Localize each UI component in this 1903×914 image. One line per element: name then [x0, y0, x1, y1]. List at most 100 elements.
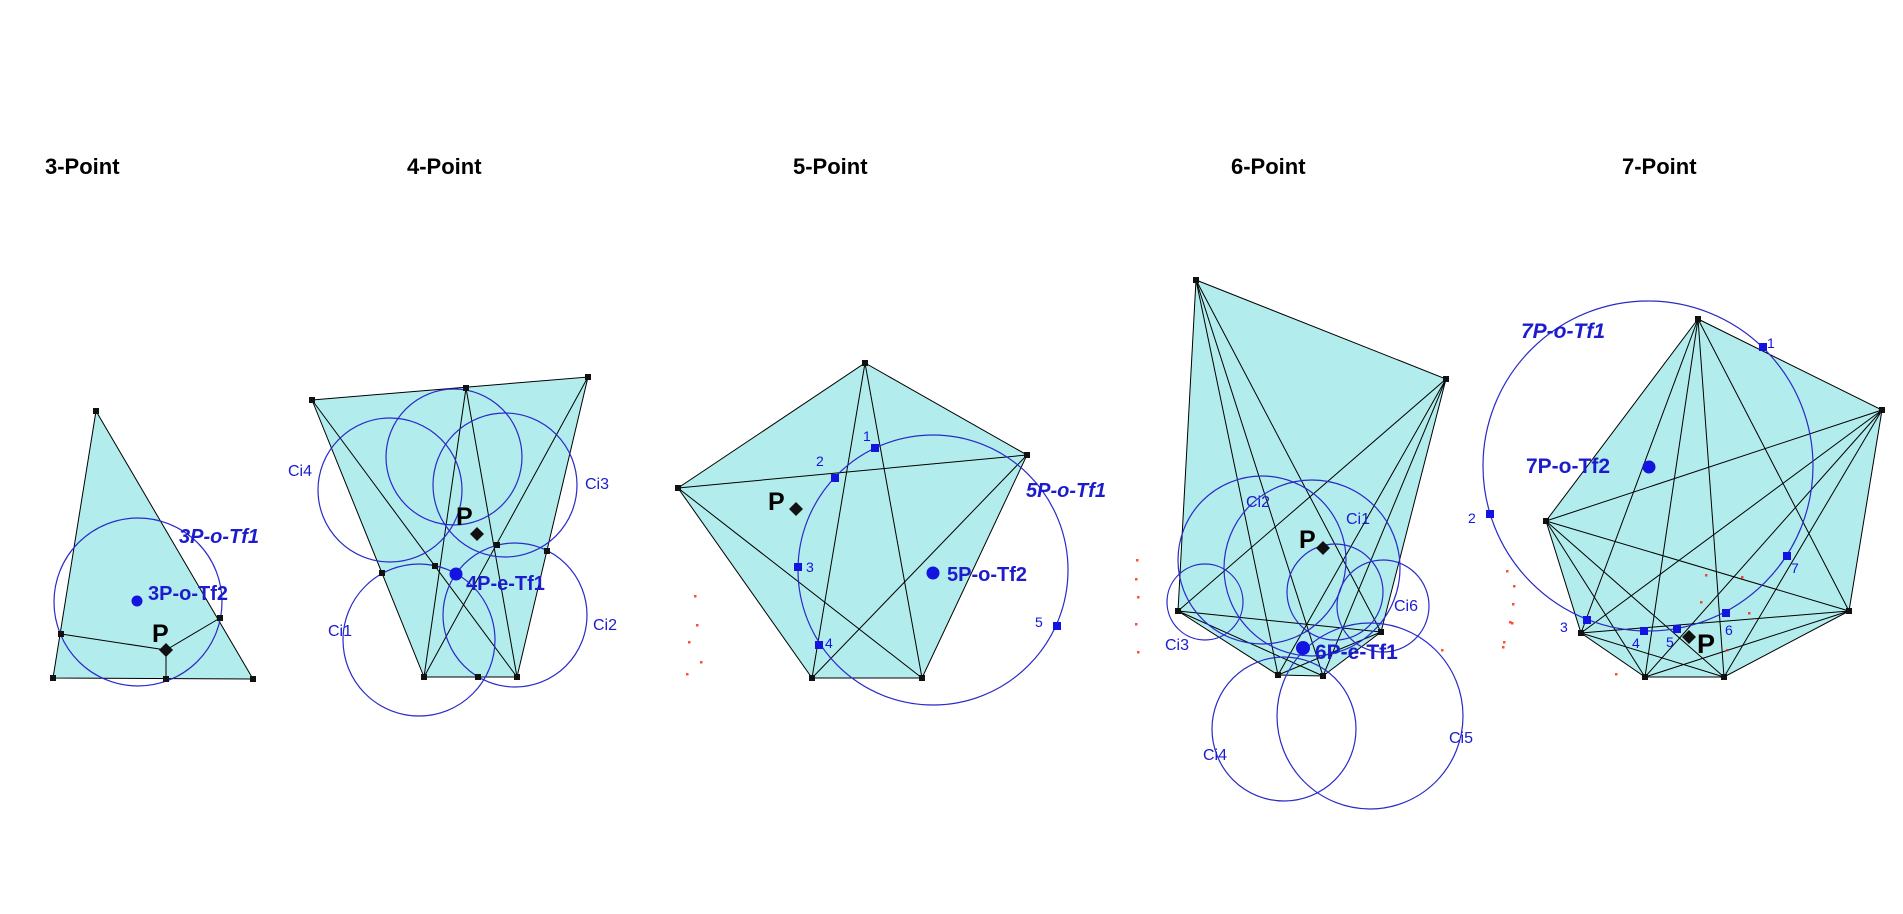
red-speck: [700, 661, 703, 664]
vertex-marker: [585, 374, 591, 380]
diagonal-line: [1545, 520, 1646, 678]
red-speck: [1136, 559, 1139, 562]
point-number-label: 6: [1725, 622, 1733, 638]
label-ci2: Ci2: [1246, 494, 1270, 511]
diagonal-line: [1177, 610, 1382, 633]
figure-title-3-point: 3-Point: [45, 154, 120, 179]
concyclic-point-marker: [815, 641, 823, 649]
concyclic-point-marker: [1053, 622, 1061, 630]
circle-ci1: [342, 563, 496, 717]
label-7p-o-tf1: 7P-o-Tf1: [1521, 320, 1605, 343]
concyclic-point-marker: [1783, 552, 1791, 560]
point-number-label: 7: [1791, 560, 1799, 576]
tf2-center-dot: [926, 566, 940, 580]
red-speck: [686, 673, 689, 676]
diagonal-line: [864, 362, 923, 679]
vertex-marker: [50, 675, 56, 681]
red-speck: [688, 641, 691, 644]
point-p-marker: [1316, 541, 1330, 555]
label-p: P: [768, 488, 785, 516]
figure-6-point: 6-Point P 6P-e-Tf1 Ci1 Ci2 Ci3 Ci4 Ci5 C…: [1135, 154, 1512, 810]
vertex-marker: [675, 485, 681, 491]
circle-ci5: [1276, 622, 1464, 810]
label-p: P: [152, 620, 169, 648]
figure-5-point: 5-Point 1 2 3 4 5 P 5P-o-Tf1 5P-o-Tf2: [675, 154, 1106, 706]
vertex-marker: [862, 360, 868, 366]
label-5p-o-tf2: 5P-o-Tf2: [947, 564, 1027, 586]
red-speck: [1135, 623, 1138, 626]
red-speck: [1741, 576, 1744, 579]
red-speck: [1503, 641, 1506, 644]
tf2-center-dot: [1642, 460, 1656, 474]
label-ci3: Ci3: [1165, 637, 1189, 654]
concyclic-point-marker: [1673, 625, 1681, 633]
cevian-line: [60, 633, 167, 651]
red-speck: [1135, 578, 1138, 581]
point-number-label: 5: [1666, 634, 1674, 650]
vertex-marker: [809, 675, 815, 681]
vertex-marker: [1695, 316, 1701, 322]
diagonal-line: [1644, 409, 1883, 678]
circle-ci1: [1223, 479, 1401, 657]
diagonal-line: [1580, 318, 1699, 634]
diagonal-line: [1580, 632, 1725, 678]
vertex-marker: [1578, 630, 1584, 636]
circle-ci3: [1166, 563, 1244, 641]
figure-title-5-point: 5-Point: [793, 154, 868, 179]
red-speck: [1506, 570, 1509, 573]
label-4p-e-tf1: 4P-e-Tf1: [466, 573, 545, 595]
intersection-marker: [494, 542, 500, 548]
inner-circle: [1286, 543, 1384, 641]
point-number-label: 1: [1767, 335, 1775, 351]
concyclic-point-marker: [1722, 609, 1730, 617]
vertex-marker: [1024, 452, 1030, 458]
circle-ci4: [1211, 656, 1357, 802]
vertex-marker: [1879, 407, 1885, 413]
red-speck: [1502, 646, 1505, 649]
vertex-marker: [1175, 608, 1181, 614]
intersection-marker: [379, 570, 385, 576]
circle-ci6: [1336, 559, 1430, 653]
diagonal-line: [1545, 520, 1850, 612]
vertex-marker: [1193, 277, 1199, 283]
point-p-marker: [470, 527, 484, 541]
diagonal-line: [811, 362, 866, 679]
quadrilateral-shape: [311, 376, 589, 678]
concyclic-point-marker: [1486, 510, 1494, 518]
point-number-label: 3: [806, 559, 814, 575]
tf1-center-dot: [449, 567, 463, 581]
central-circle: [385, 388, 523, 526]
vertex-marker: [93, 408, 99, 414]
vertex-marker: [1275, 672, 1281, 678]
label-ci4: Ci4: [1203, 747, 1227, 764]
diagonal-line: [1277, 378, 1447, 676]
vertex-marker: [309, 397, 315, 403]
red-speck: [1513, 585, 1516, 588]
point-number-label: 2: [816, 453, 824, 469]
diagonal-line: [1697, 318, 1725, 678]
figure-title-4-point: 4-Point: [407, 154, 482, 179]
vertex-marker: [1378, 629, 1384, 635]
point-p-marker: [159, 643, 173, 657]
edge-point-marker: [463, 385, 469, 391]
concyclic-point-marker: [871, 444, 879, 452]
label-ci4: Ci4: [288, 463, 312, 480]
tf1-center-dot: [1296, 641, 1310, 655]
diagonal-line: [423, 376, 589, 678]
diagonal-line: [1697, 318, 1850, 612]
point-number-label: 1: [863, 428, 871, 444]
red-speck: [1509, 621, 1512, 624]
triangle-shape: [52, 409, 254, 680]
label-ci5: Ci5: [1449, 730, 1473, 747]
red-speck: [696, 624, 699, 627]
figure-title-7-point: 7-Point: [1622, 154, 1697, 179]
diagonal-line: [423, 387, 467, 678]
concyclic-point-marker: [1583, 616, 1591, 624]
intersection-marker: [544, 548, 550, 554]
vertex-marker: [1443, 376, 1449, 382]
concyclic-point-marker: [1759, 343, 1767, 351]
figure-3-point: 3-Point 3P-o-Tf1 3P-o-Tf2 P: [45, 154, 259, 687]
point-p-marker: [789, 502, 803, 516]
label-p: P: [1697, 629, 1715, 659]
red-speck: [1137, 596, 1140, 599]
